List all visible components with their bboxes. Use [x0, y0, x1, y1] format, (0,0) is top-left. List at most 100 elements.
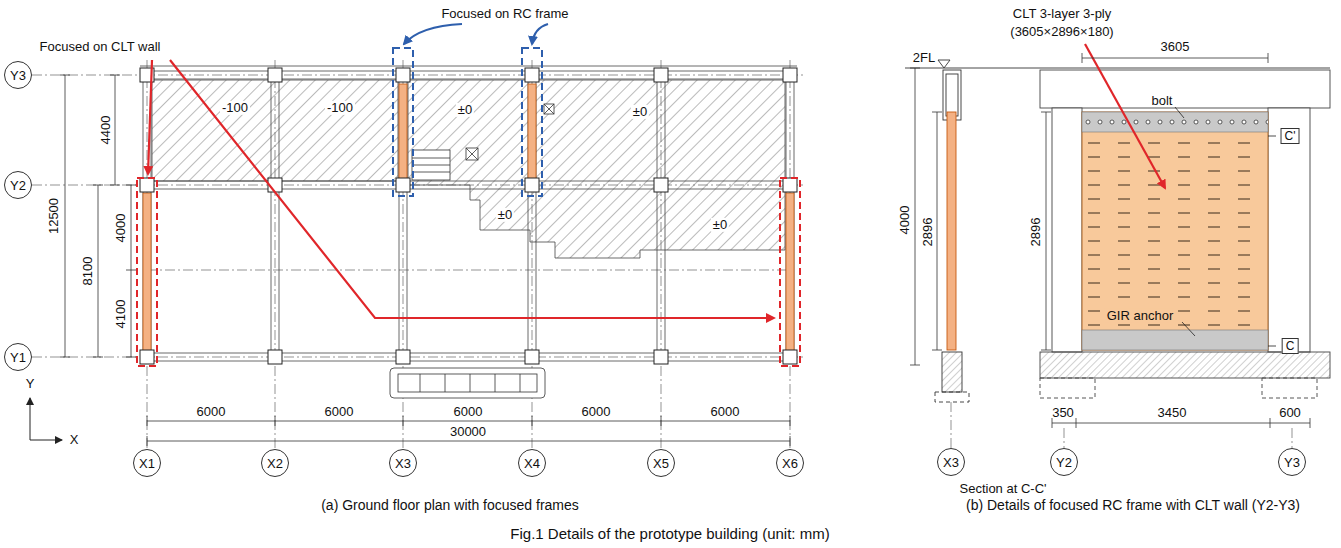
column — [140, 350, 154, 364]
grid-bubble: X6 — [776, 449, 804, 477]
column — [268, 350, 282, 364]
grid-bubble: X5 — [647, 449, 675, 477]
rc-frame — [1052, 108, 1082, 352]
column — [396, 178, 410, 192]
focus-frame — [780, 178, 800, 366]
dimension-line — [1270, 418, 1271, 428]
entrance — [420, 374, 421, 392]
focus-arrow — [148, 60, 152, 174]
section-member — [947, 112, 956, 350]
beam-line — [140, 181, 797, 182]
floor-line — [938, 60, 950, 68]
level-mark: ±0 — [496, 208, 514, 222]
clt-wall — [143, 193, 794, 351]
dimension: 4400 — [99, 116, 113, 145]
entrance — [390, 368, 545, 398]
dimension-line — [126, 270, 136, 271]
dimension: 4000 — [898, 206, 912, 235]
focus-frame — [137, 48, 800, 366]
dimension-line — [275, 416, 276, 426]
level-mark: -100 — [220, 101, 250, 115]
section-mark: C — [1282, 338, 1299, 354]
focus-arrow — [170, 60, 774, 318]
label: 2FL — [913, 51, 935, 65]
dimension-line — [1052, 423, 1310, 424]
grid-bubble: Y3 — [4, 61, 32, 89]
level-mark: ±0 — [631, 105, 649, 119]
axis-symbol — [30, 398, 62, 440]
label: bolt — [1152, 94, 1173, 108]
clt-wall — [786, 193, 794, 351]
label: 6000 — [711, 405, 740, 419]
dimension-line — [910, 365, 920, 366]
floor-line — [905, 60, 1330, 68]
focus-arrow — [1085, 44, 1165, 188]
column — [268, 68, 282, 82]
dimension: 8100 — [81, 257, 95, 286]
beam-line — [140, 66, 797, 361]
dimension-line — [1310, 418, 1311, 428]
entrance — [398, 374, 537, 392]
beam-line — [140, 361, 797, 362]
rc-frame — [1040, 70, 1330, 108]
grid-label: C — [1286, 340, 1295, 352]
dimension-line — [65, 75, 66, 357]
label: 6000 — [454, 405, 483, 419]
rc-wall — [399, 84, 536, 180]
dimension-line — [1082, 58, 1268, 59]
dimension-line — [1041, 350, 1051, 351]
clt-panel — [1082, 112, 1268, 350]
dimension-line — [60, 75, 790, 446]
entrance — [390, 368, 545, 398]
rc-frame — [1262, 378, 1317, 398]
label: 3605 — [1161, 40, 1190, 54]
hatched-area — [408, 80, 785, 258]
dimension-line — [1046, 112, 1047, 350]
floor-line — [905, 68, 1330, 69]
dimension-line — [98, 185, 99, 357]
focus-frame — [393, 48, 413, 196]
section-member — [935, 70, 969, 402]
grid-line — [147, 270, 790, 271]
level-mark: ±0 — [711, 218, 729, 232]
sub-caption: (a) Ground floor plan with focused frame… — [321, 498, 579, 513]
rc-frame — [1040, 352, 1330, 378]
grid-label: X3 — [395, 457, 411, 470]
stair — [412, 172, 450, 173]
section-member — [942, 352, 962, 392]
label: 6000 — [325, 405, 354, 419]
axis-symbol — [30, 440, 62, 441]
rc-frame — [1268, 108, 1310, 352]
column — [654, 178, 668, 192]
hatched-area — [152, 80, 785, 258]
column — [140, 68, 797, 364]
label: CLT 3-layer 3-ply — [1013, 7, 1112, 21]
section-member — [935, 392, 969, 402]
section-mark: C' — [1281, 128, 1300, 144]
column — [654, 68, 668, 82]
dimension: 4000 — [114, 214, 128, 243]
focus-arrow — [148, 24, 774, 318]
grid-label: X1 — [139, 457, 155, 470]
leader-line — [1182, 322, 1195, 336]
section-member — [946, 74, 958, 116]
dimension-line — [910, 53, 1310, 428]
hatched-area — [152, 80, 398, 181]
dimension-line — [110, 185, 120, 186]
column — [783, 350, 797, 364]
focus-arrow — [532, 24, 548, 44]
rc-wall — [399, 84, 407, 180]
stair — [412, 165, 450, 166]
grid-label: Y2 — [1056, 456, 1072, 469]
column — [396, 350, 410, 364]
label: 350 — [1052, 406, 1074, 420]
dimension-line — [790, 416, 791, 426]
stair — [544, 104, 554, 114]
dimension: 12500 — [47, 198, 61, 234]
sub-caption: (b) Details of focused RC frame with CLT… — [966, 498, 1300, 513]
dimension-line — [60, 75, 70, 76]
clt-panel — [1082, 112, 1268, 132]
dimension-line — [110, 75, 120, 76]
label: Focused on RC frame — [441, 7, 568, 21]
